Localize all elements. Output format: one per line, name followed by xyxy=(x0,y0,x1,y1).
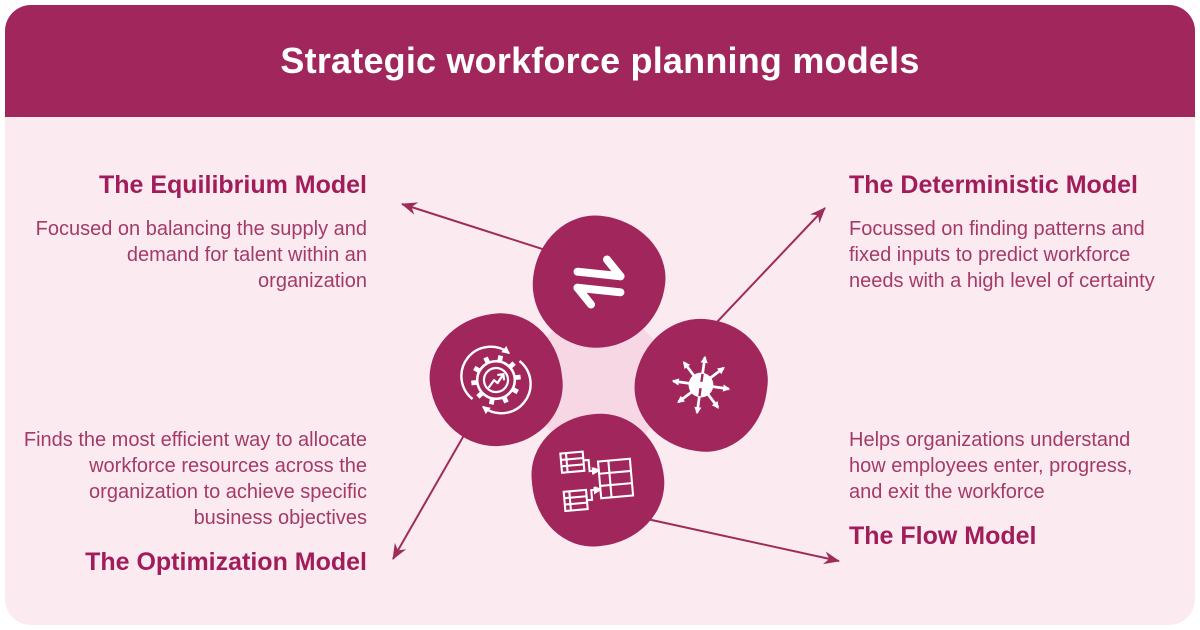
model-optimization: Finds the most efficient way to allocate… xyxy=(23,427,367,577)
model-equilibrium: The Equilibrium Model Focused on balanci… xyxy=(33,171,367,294)
infographic-card: Strategic workforce planning models xyxy=(5,5,1195,625)
blob-deterministic xyxy=(626,310,776,460)
blob-optimization xyxy=(422,306,570,454)
model-deterministic-title: The Deterministic Model xyxy=(849,171,1138,199)
gear-trend-cycle-icon xyxy=(460,345,532,415)
model-flow: Helps organizations understand how emplo… xyxy=(849,427,1141,551)
model-optimization-title: The Optimization Model xyxy=(85,548,367,576)
equilibrium-arrows-icon xyxy=(573,255,625,309)
model-deterministic-description: Focussed on finding patterns and fixed i… xyxy=(849,218,1155,292)
model-flow-title: The Flow Model xyxy=(849,522,1037,550)
radiating-arrows-icon xyxy=(671,355,731,415)
arrow-to-deterministic xyxy=(698,207,826,342)
table-flow-icon xyxy=(559,450,635,513)
header-banner: Strategic workforce planning models xyxy=(5,5,1195,117)
blob-flow xyxy=(526,408,670,552)
model-equilibrium-description: Focused on balancing the supply and dema… xyxy=(35,218,367,292)
model-optimization-description: Finds the most efficient way to allocate… xyxy=(23,429,367,529)
model-deterministic: The Deterministic Model Focussed on find… xyxy=(849,171,1159,294)
connector-arrows xyxy=(392,202,840,565)
arrow-to-optimization xyxy=(392,422,472,560)
arrow-to-flow xyxy=(646,518,840,565)
arrow-to-equilibrium xyxy=(401,202,562,256)
blob-equilibrium xyxy=(526,209,672,355)
model-flow-description: Helps organizations understand how emplo… xyxy=(849,429,1133,503)
page-title: Strategic workforce planning models xyxy=(280,40,920,81)
model-equilibrium-title: The Equilibrium Model xyxy=(98,171,367,199)
